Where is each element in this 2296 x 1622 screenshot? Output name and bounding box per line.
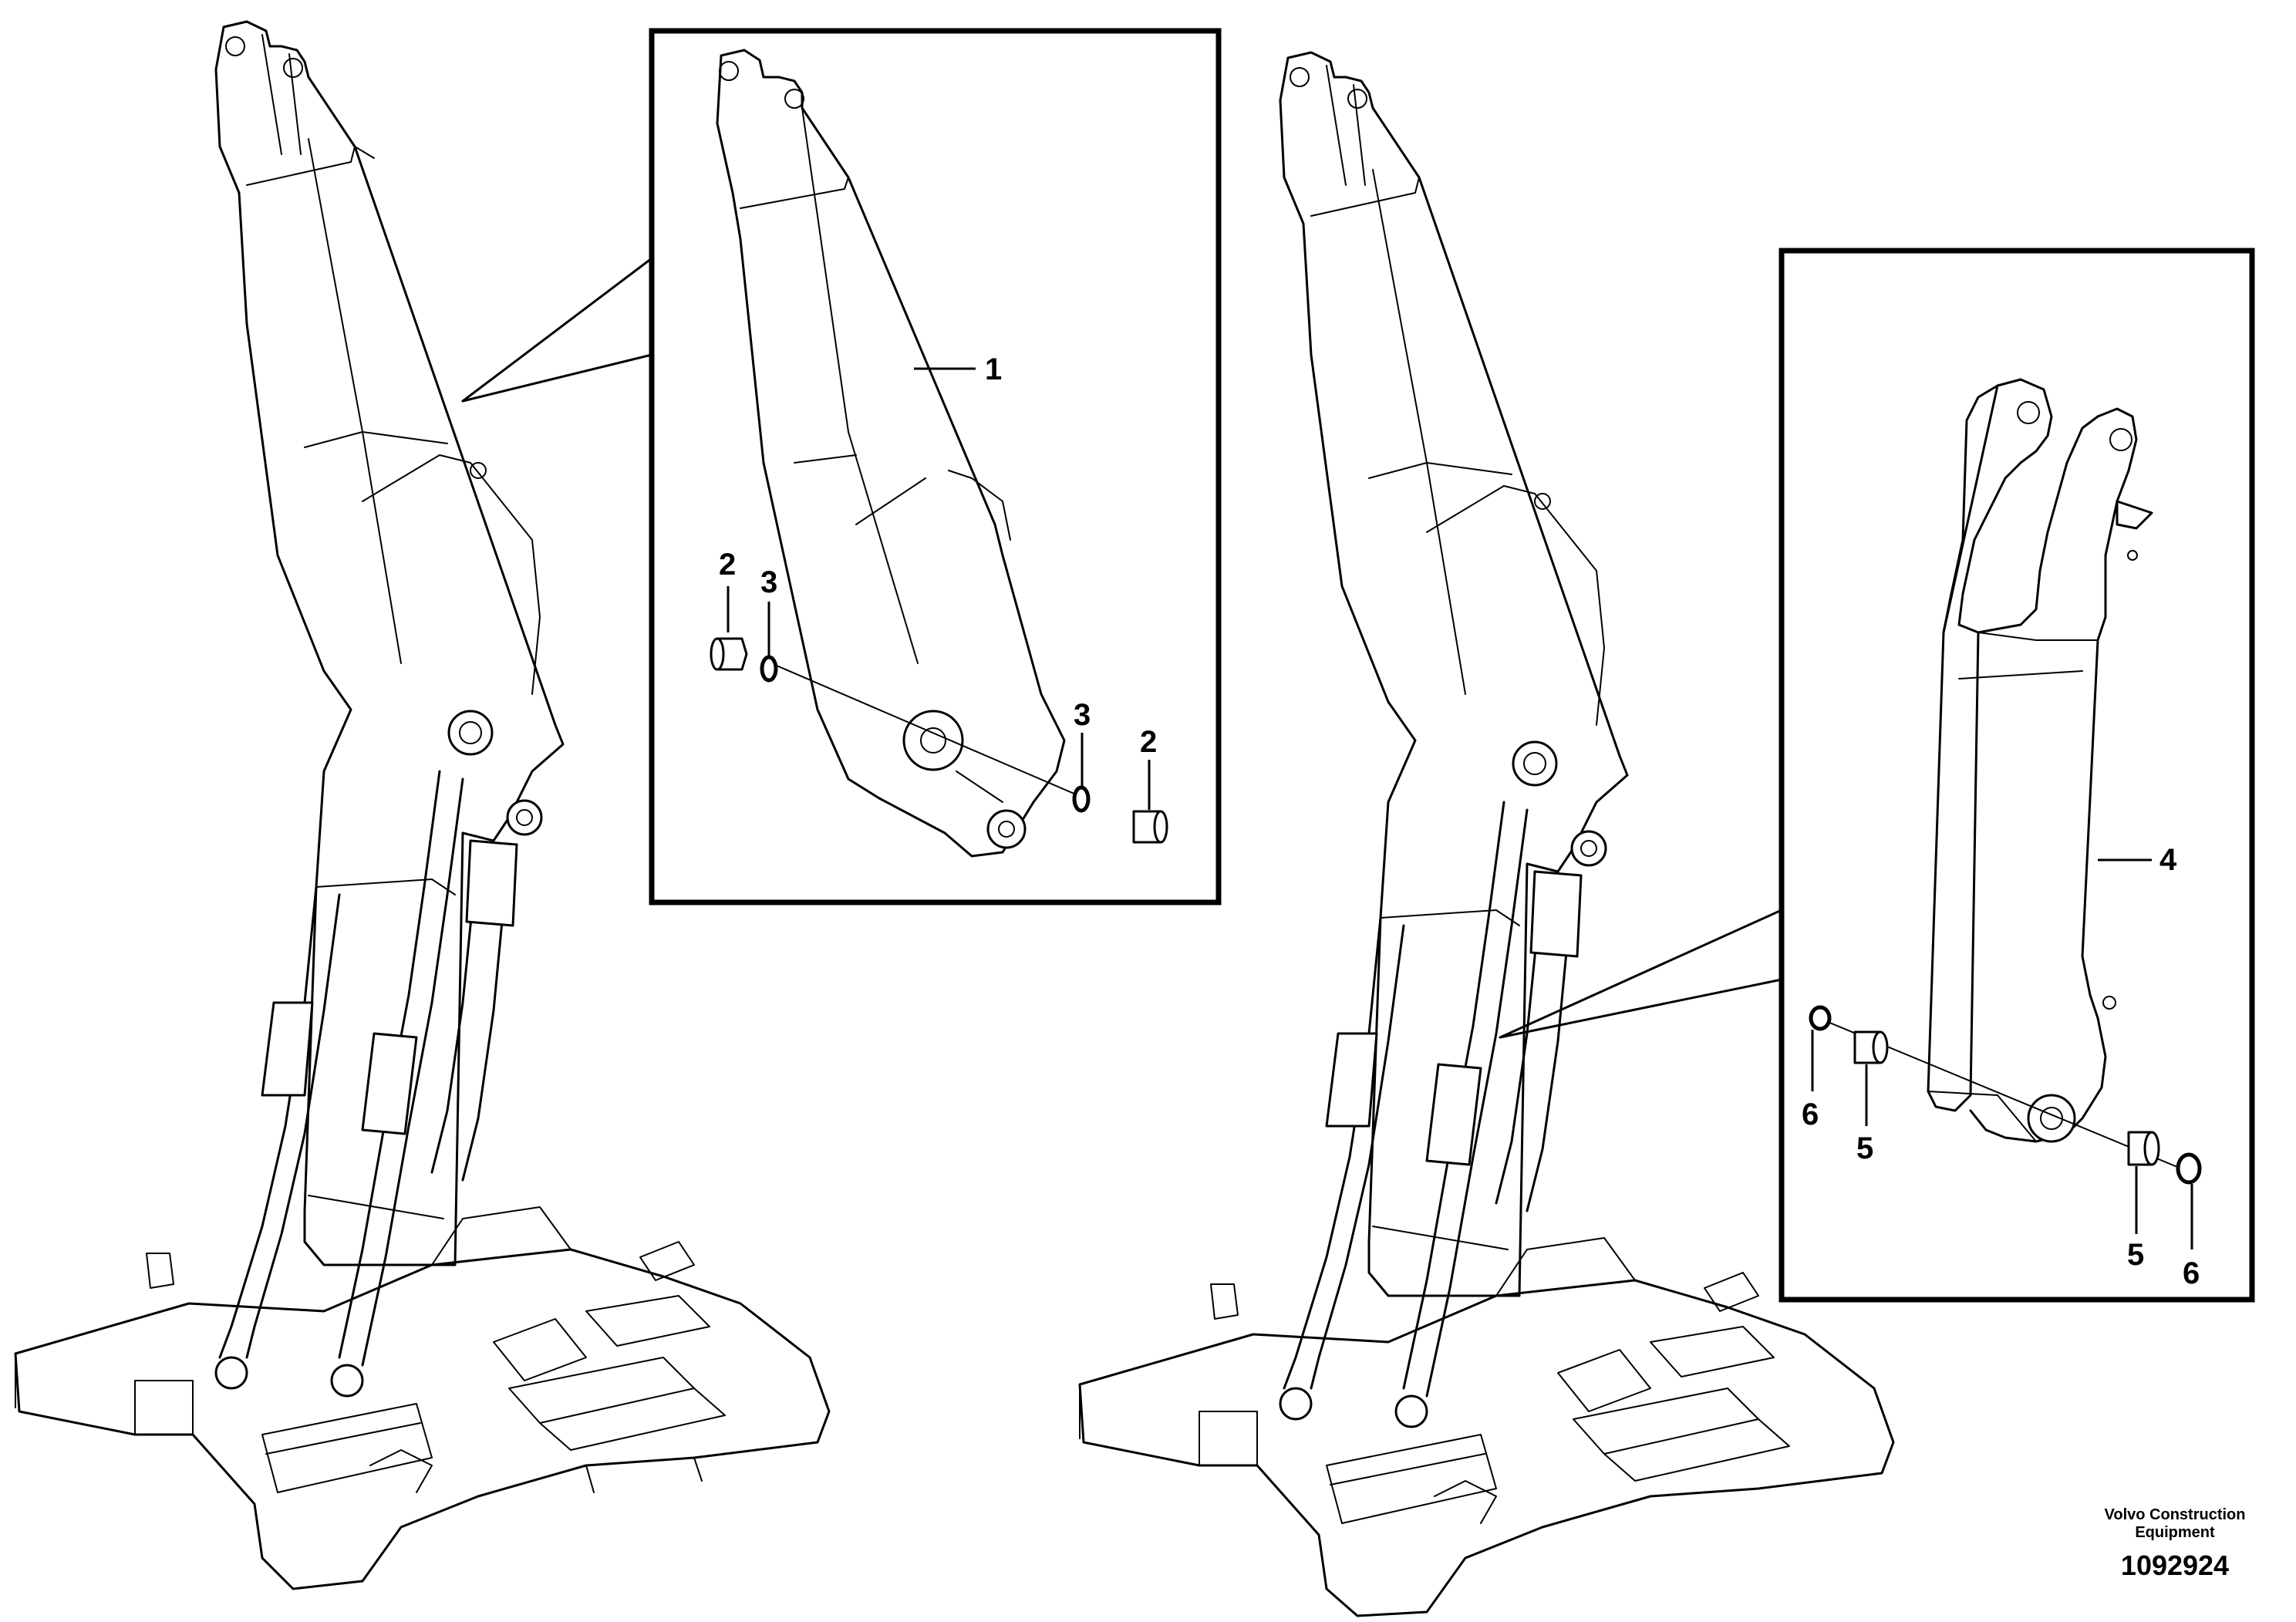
callout-4: 4: [2159, 843, 2177, 877]
left-boom-cylinders: [214, 770, 518, 1398]
company-name-line1: Volvo Construction: [2105, 1506, 2246, 1523]
right-boom-cylinders: [1279, 801, 1583, 1428]
drawing-footer: Volvo Construction Equipment 1092924: [2105, 1506, 2246, 1581]
left-base-frame: [14, 1206, 831, 1590]
left-boom-pivot: [439, 454, 543, 836]
detail-ring-left: [760, 655, 778, 683]
detail-boom-part: [716, 49, 1066, 858]
callout-2-left: 2: [719, 548, 736, 582]
detail-ring-right: [1072, 785, 1091, 813]
detail-bushing-right: [1132, 810, 1168, 844]
right-excavator-assembly: [1078, 51, 1895, 1617]
detail-bushing-left: [710, 637, 748, 671]
right-base-frame: [1078, 1237, 1895, 1617]
callout-5-right: 5: [2127, 1238, 2144, 1272]
right-callout-pointer: [1499, 909, 1783, 1039]
callout-5-left: 5: [1856, 1131, 1873, 1165]
drawing-number: 1092924: [2121, 1549, 2229, 1581]
callout-3-right: 3: [1074, 698, 1091, 732]
left-excavator-assembly: [14, 20, 831, 1590]
detail-pin-axis: [770, 663, 1077, 795]
detail-box-boom: 1 2 3 3 2: [649, 28, 1222, 905]
detail-bushing-left-b: [1853, 1030, 1889, 1064]
detail-bushing-right-b: [2127, 1131, 2160, 1166]
company-name-line2: Equipment: [2135, 1524, 2215, 1541]
callout-3-left: 3: [760, 565, 777, 599]
callout-6-left: 6: [1802, 1098, 1819, 1131]
left-callout-pointer: [461, 257, 653, 403]
callout-2-right: 2: [1140, 725, 1157, 759]
detail-seal-right: [2176, 1152, 2202, 1185]
detail-box-offset-boom: 4 6 5 5 6: [1778, 248, 2255, 1303]
detail-offset-boom-part: [1927, 378, 2153, 1143]
callout-1: 1: [985, 352, 1002, 386]
right-boom-pivot: [1503, 485, 1607, 867]
callout-6-right: 6: [2183, 1256, 2200, 1290]
detail-seal-left: [1809, 1005, 1832, 1031]
